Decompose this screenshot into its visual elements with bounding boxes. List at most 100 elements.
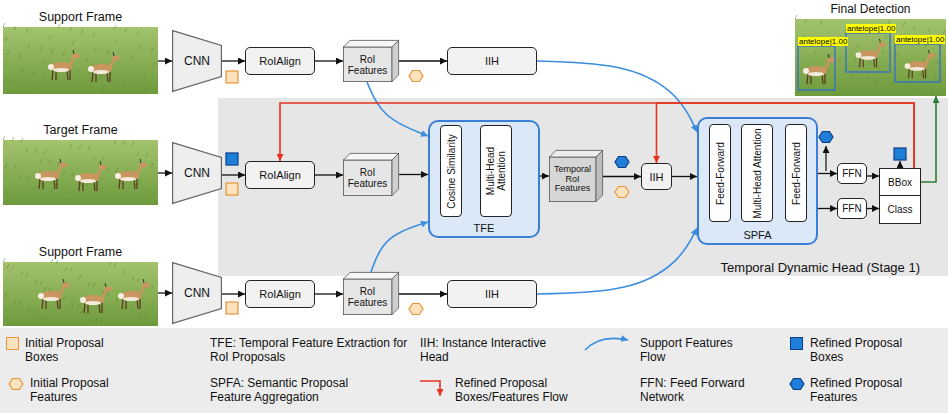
antelope-figure-part	[60, 159, 61, 163]
grass-texture-part	[805, 19, 807, 23]
grass-texture	[3, 136, 155, 203]
grass-texture-part	[70, 27, 72, 31]
grass-texture-part	[58, 24, 60, 28]
flow-arrow	[399, 174, 428, 175]
grass-texture-part	[869, 61, 871, 65]
abbreviation-note: SPFA: Semantic Proposal Feature Aggregat…	[210, 376, 360, 404]
antelope-figure-part	[62, 283, 70, 288]
cube-shape-part	[343, 279, 392, 315]
process-box: IIH	[641, 163, 672, 190]
heading-text: Support Frame	[3, 10, 158, 24]
grass-texture	[3, 258, 155, 325]
abbreviation-note: FFN: Feed Forward Network	[640, 376, 758, 404]
grass-texture-part	[114, 140, 116, 144]
grass-texture-part	[35, 280, 37, 284]
support-flow-arrow	[367, 82, 428, 136]
grass-texture-part	[93, 156, 95, 160]
antelope-figure-part	[56, 179, 57, 189]
antelope-figure-part	[135, 166, 142, 176]
grass-texture-part	[63, 171, 65, 175]
grass-texture-part	[26, 273, 28, 277]
cube-shape-part	[392, 40, 399, 81]
grass-texture-part	[934, 75, 936, 79]
flow-arrow	[158, 172, 172, 173]
antelope-figure-part	[803, 68, 809, 74]
grass-texture-part	[882, 50, 884, 54]
grass-texture-part	[137, 152, 139, 156]
support-flow-arrow	[537, 61, 697, 132]
detection-box	[846, 33, 890, 72]
grass-texture-part	[72, 303, 74, 307]
grass-texture-part	[44, 74, 46, 78]
antelope-figure-part	[92, 72, 93, 82]
photo	[3, 140, 158, 205]
antelope-figure-part	[80, 179, 96, 183]
grass-texture-part	[42, 316, 44, 320]
trapezoid-shape-part	[173, 143, 222, 204]
legend-swatch	[790, 337, 803, 350]
photo	[3, 27, 158, 94]
antelope-figure-part	[42, 299, 43, 309]
node-label: RoIAlign	[259, 55, 301, 67]
grass-texture-part	[40, 46, 42, 50]
antelope-figure-part	[828, 54, 829, 58]
grass-texture-part	[114, 263, 116, 267]
antelope-figure-part	[138, 286, 145, 296]
antelope-figure-part	[143, 279, 144, 283]
grass-texture-part	[77, 304, 79, 308]
grass-texture-part	[132, 277, 134, 281]
abbreviation-note: TFE: Temporal Feature Extraction for RoI…	[210, 336, 418, 364]
grass-texture-part	[88, 72, 90, 76]
grass-texture-part	[5, 164, 7, 168]
antelope-figure-part	[822, 74, 823, 84]
attention-block: Multi-Head Attention	[741, 124, 773, 222]
antelope-figure-part	[40, 177, 56, 181]
antelope-figure-part	[59, 163, 67, 168]
antelope-figure-part	[808, 72, 824, 76]
detection-tag: antelope|1.00	[846, 24, 896, 33]
heading-text: TFE	[474, 222, 495, 234]
antelope-figure-part	[73, 50, 74, 54]
antelope-figure	[856, 39, 886, 68]
grass-texture-part	[21, 272, 23, 276]
grass-texture-part	[153, 321, 155, 325]
antelope-figure-part	[75, 175, 81, 181]
antelope-figure-part	[88, 66, 94, 72]
grass-texture-part	[144, 190, 146, 194]
grass-texture-part	[125, 28, 127, 32]
antelope-figure-part	[69, 70, 70, 80]
flow-arrow	[399, 293, 447, 294]
node-label: IIH	[485, 55, 499, 67]
grass-texture-part	[44, 287, 46, 291]
trapezoid-shape-part	[173, 263, 222, 324]
flow-arrow	[603, 176, 641, 177]
antelope-figure	[48, 50, 80, 80]
grass-texture-part	[19, 301, 21, 305]
grass-texture-part	[885, 35, 887, 39]
grass-texture-part	[919, 73, 921, 77]
node-label: Multi-Head Attention	[485, 128, 507, 214]
grass-texture-part	[51, 188, 53, 192]
antelope-figure-part	[54, 179, 55, 189]
grass-texture-part	[144, 73, 146, 77]
grass-texture-part	[7, 264, 9, 268]
feedforward-block: Feed-Forward	[785, 124, 807, 222]
antelope-figure-part	[856, 52, 862, 58]
node-label: CNN	[184, 286, 210, 300]
antelope-figure-part	[96, 181, 97, 191]
head-region: Temporal Dynamic Head (Stage 1)RoIAlignR…	[218, 98, 948, 276]
grass-texture-part	[21, 138, 23, 142]
grass-texture-part	[44, 150, 46, 154]
grass-texture-part	[81, 30, 83, 34]
grass-texture-part	[146, 87, 148, 91]
antelope-figure-part	[924, 57, 931, 67]
antelope-figure-part	[52, 70, 53, 80]
flow-arrow	[921, 96, 936, 182]
proposal-feature-symbol	[409, 304, 423, 315]
antelope-figure-part	[38, 293, 44, 299]
grass-texture-part	[88, 282, 90, 286]
antelope-figure-part	[879, 39, 881, 43]
grass-texture-part	[906, 84, 908, 88]
antelope-figure-part	[909, 67, 924, 71]
antelope-figure-part	[85, 301, 101, 305]
